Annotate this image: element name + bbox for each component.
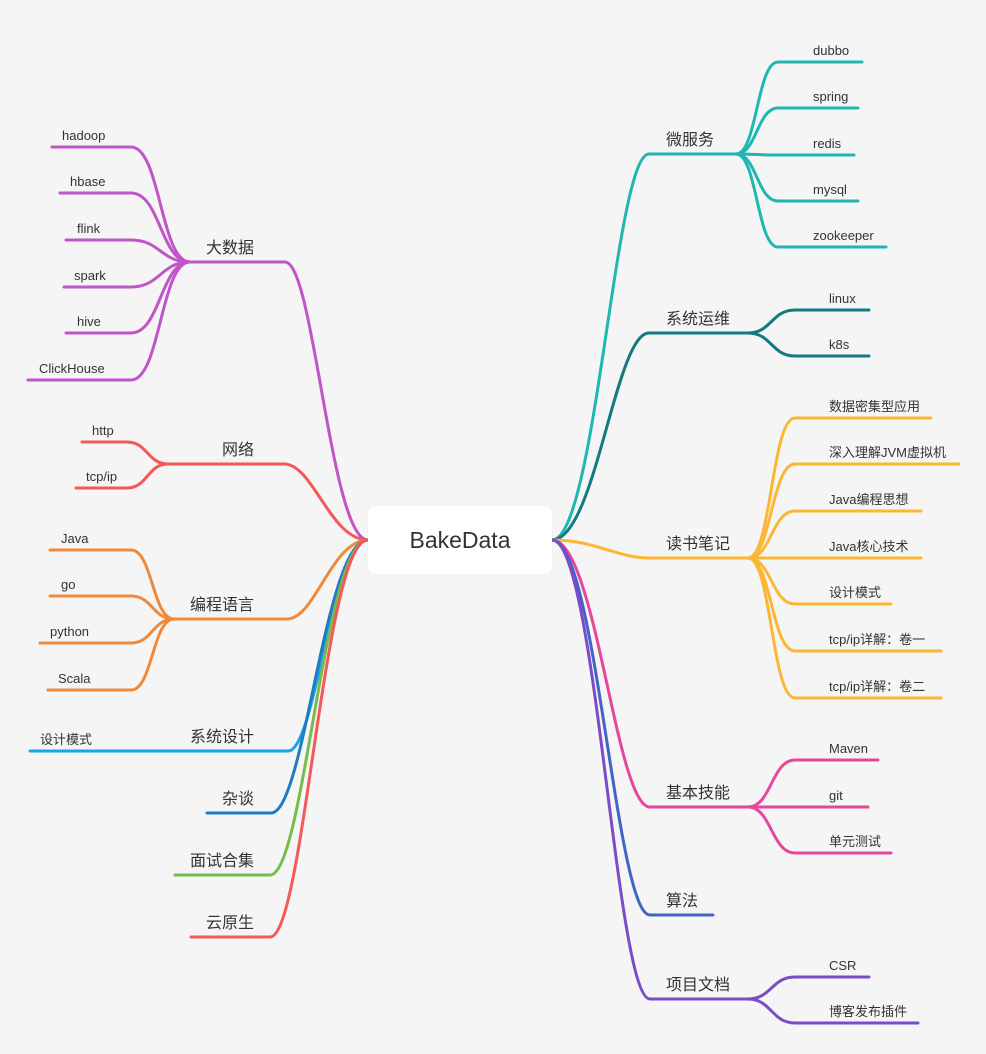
branch-10-child-3-label[interactable]: Java编程思想 bbox=[829, 492, 909, 507]
branch-3-child-2-label[interactable]: go bbox=[61, 577, 76, 592]
branch-2-child-1-label[interactable]: http bbox=[92, 423, 114, 438]
branch-7-connector bbox=[189, 538, 370, 939]
branch-10-connector bbox=[550, 538, 750, 560]
branch-8-child-5-label[interactable]: zookeeper bbox=[813, 228, 874, 243]
branch-8-child-2-label[interactable]: spring bbox=[813, 89, 849, 104]
branch-12-connector bbox=[550, 538, 715, 917]
branch-1-child-3-label[interactable]: flink bbox=[77, 221, 101, 236]
branch-1-label[interactable]: 大数据 bbox=[206, 240, 255, 257]
branch-3-child-1-connector bbox=[48, 548, 176, 621]
branch-4-label[interactable]: 系统设计 bbox=[190, 729, 255, 746]
branch-3-label[interactable]: 编程语言 bbox=[190, 597, 255, 614]
branch-10-child-1-label[interactable]: 数据密集型应用 bbox=[829, 399, 921, 414]
branch-1-child-3-connector bbox=[64, 238, 192, 264]
branch-10-child-2-label[interactable]: 深入理解JVM虚拟机 bbox=[829, 445, 947, 460]
branch-10-label[interactable]: 读书笔记 bbox=[666, 536, 731, 553]
branch-8-connector bbox=[550, 152, 738, 542]
branch-13-child-1-connector bbox=[746, 975, 871, 1001]
branch-12-label[interactable]: 算法 bbox=[666, 893, 699, 910]
branch-1-child-6-label[interactable]: ClickHouse bbox=[39, 361, 105, 376]
branch-2-connector bbox=[166, 462, 370, 542]
branch-8-label[interactable]: 微服务 bbox=[666, 132, 715, 149]
branch-4-connector bbox=[172, 538, 370, 753]
branch-9-child-2-connector bbox=[746, 331, 871, 358]
branch-10-child-4-label[interactable]: Java核心技术 bbox=[829, 539, 909, 554]
branch-10-child-5-label[interactable]: 设计模式 bbox=[829, 585, 882, 600]
branch-3-connector bbox=[172, 538, 370, 621]
branch-1-child-5-label[interactable]: hive bbox=[77, 314, 101, 329]
branch-13-child-2-label[interactable]: 博客发布插件 bbox=[829, 1004, 908, 1019]
branch-11-child-2-label[interactable]: git bbox=[829, 788, 843, 803]
branch-3-child-1-label[interactable]: Java bbox=[61, 531, 89, 546]
root-label: BakeData bbox=[409, 526, 511, 553]
branch-1-connector bbox=[188, 260, 370, 542]
branch-9-child-1-connector bbox=[746, 308, 871, 335]
branch-13-child-2-connector bbox=[746, 997, 920, 1025]
branch-8-child-1-connector bbox=[734, 60, 864, 156]
branch-8-child-3-label[interactable]: redis bbox=[813, 136, 842, 151]
branch-1-child-2-connector bbox=[58, 191, 192, 264]
branch-1-child-2-label[interactable]: hbase bbox=[70, 174, 106, 189]
branch-2-child-2-connector bbox=[74, 462, 170, 490]
branch-8-child-3-connector bbox=[734, 152, 856, 157]
branch-10-child-3-connector bbox=[746, 509, 923, 560]
branch-1-child-1-connector bbox=[50, 145, 192, 264]
branch-1-child-4-label[interactable]: spark bbox=[74, 268, 106, 283]
branch-1-child-6-connector bbox=[26, 260, 192, 382]
branch-9-child-1-label[interactable]: linux bbox=[829, 291, 856, 306]
branch-6-label[interactable]: 面试合集 bbox=[190, 853, 255, 870]
branch-11-connector bbox=[550, 538, 750, 809]
branch-8-child-2-connector bbox=[734, 106, 860, 156]
branch-10-child-7-connector bbox=[746, 556, 943, 700]
root-node[interactable]: BakeData bbox=[368, 506, 552, 574]
branch-13-child-1-label[interactable]: CSR bbox=[829, 958, 857, 973]
branch-3-child-2-connector bbox=[48, 594, 176, 621]
branch-7-label[interactable]: 云原生 bbox=[206, 915, 255, 932]
branch-11-child-3-label[interactable]: 单元测试 bbox=[829, 834, 882, 849]
branch-11-child-1-label[interactable]: Maven bbox=[829, 741, 869, 756]
branch-3-child-4-label[interactable]: Scala bbox=[58, 671, 91, 686]
branch-3-child-4-connector bbox=[46, 617, 176, 692]
branch-10-child-7-label[interactable]: tcp/ip详解：卷二 bbox=[829, 679, 926, 694]
branch-8-child-1-label[interactable]: dubbo bbox=[813, 43, 850, 58]
branch-2-child-2-label[interactable]: tcp/ip bbox=[86, 469, 118, 484]
branch-10-child-6-label[interactable]: tcp/ip详解：卷一 bbox=[829, 632, 926, 647]
branch-11-label[interactable]: 基本技能 bbox=[666, 785, 731, 802]
branch-1-child-1-label[interactable]: hadoop bbox=[62, 128, 106, 143]
branch-13-connector bbox=[550, 538, 750, 1001]
branch-8-child-5-connector bbox=[734, 152, 888, 249]
branch-2-child-1-connector bbox=[80, 440, 170, 466]
branch-6-connector bbox=[173, 538, 370, 877]
branch-9-connector bbox=[550, 331, 750, 542]
branch-4-child-1-label[interactable]: 设计模式 bbox=[40, 732, 93, 747]
branch-10-child-1-connector bbox=[746, 416, 933, 560]
branch-9-child-2-label[interactable]: k8s bbox=[829, 337, 850, 352]
branch-2-label[interactable]: 网络 bbox=[222, 442, 255, 459]
branch-13-label[interactable]: 项目文档 bbox=[666, 977, 731, 994]
branch-11-child-3-connector bbox=[746, 805, 893, 855]
branch-8-child-4-label[interactable]: mysql bbox=[813, 182, 847, 197]
branch-10-child-2-connector bbox=[746, 462, 961, 560]
branch-3-child-3-label[interactable]: python bbox=[50, 624, 90, 639]
branch-9-label[interactable]: 系统运维 bbox=[666, 311, 731, 328]
branch-5-label[interactable]: 杂谈 bbox=[222, 791, 255, 808]
branch-11-child-1-connector bbox=[746, 758, 880, 809]
